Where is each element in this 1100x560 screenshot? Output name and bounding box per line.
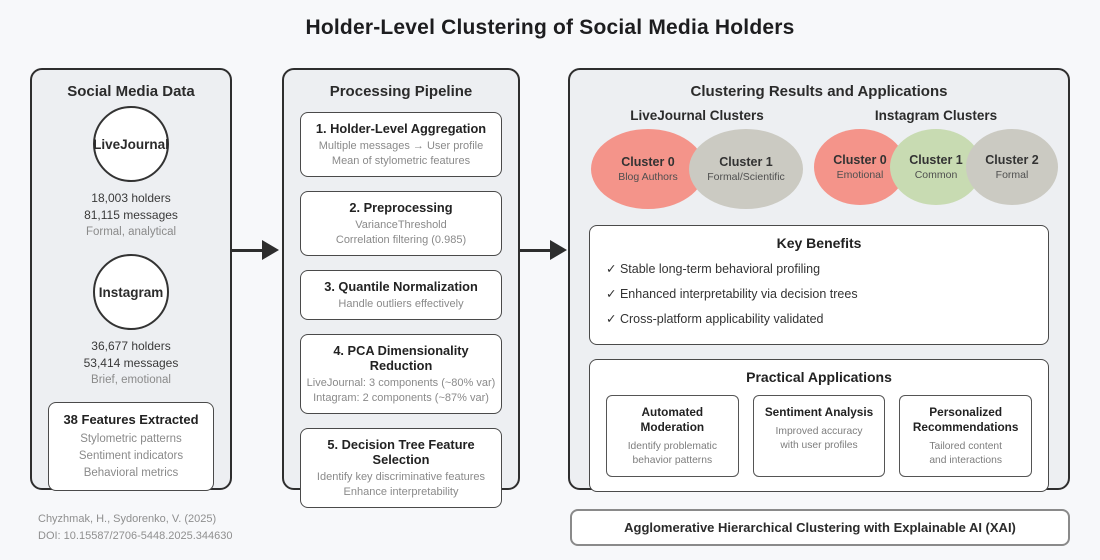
- app-card-desc: and interactions: [929, 455, 1003, 466]
- processing-pipeline-panel: Processing Pipeline 1. Holder-Level Aggr…: [282, 68, 520, 508]
- step-title: 2. Preprocessing: [349, 200, 453, 215]
- livejournal-label: LiveJournal: [93, 136, 169, 152]
- cluster-name: Cluster 1: [909, 153, 963, 167]
- source-livejournal: LiveJournal 18,003 holders 81,115 messag…: [32, 106, 230, 240]
- cluster-name: Cluster 0: [621, 155, 675, 169]
- features-item: Behavioral metrics: [83, 467, 179, 479]
- step-title: 1. Holder-Level Aggregation: [315, 121, 487, 136]
- instagram-holders: 36,677 holders: [91, 339, 171, 353]
- page-title: Holder-Level Clustering of Social Media …: [305, 16, 795, 39]
- instagram-messages: 53,414 messages: [83, 356, 179, 370]
- instagram-style: Brief, emotional: [91, 374, 171, 386]
- flow-arrow-data-to-pipeline: [232, 240, 282, 260]
- application-cards: Automated Moderation Identify problemati…: [606, 395, 1033, 477]
- clustering-results-panel: Clustering Results and Applications Live…: [568, 68, 1070, 492]
- method-banner: Agglomerative Hierarchical Clustering wi…: [570, 509, 1070, 546]
- step-line: Enhance interpretability: [343, 486, 459, 498]
- app-card-title: Automated Moderation: [640, 405, 705, 434]
- livejournal-messages: 81,115 messages: [84, 208, 178, 222]
- citation-doi: DOI: 10.15587/2706-5448.2025.344630: [38, 530, 233, 542]
- livejournal-holders: 18,003 holders: [91, 191, 171, 205]
- livejournal-cluster-ellipses: Cluster 0 Blog Authors Cluster 1 Formal/…: [580, 129, 814, 209]
- social-panel-title: Social Media Data: [67, 83, 195, 100]
- cluster-groups: LiveJournal Clusters Cluster 0 Blog Auth…: [580, 108, 1058, 209]
- lj-cluster-1-ellipse: Cluster 1 Formal/Scientific: [689, 129, 803, 209]
- instagram-cluster-ellipses: Cluster 0 Emotional Cluster 1 Common Clu…: [814, 129, 1058, 205]
- source-instagram: Instagram 36,677 holders 53,414 messages…: [32, 254, 230, 388]
- pipeline-step-5: 5. Decision Tree Feature Selection Ident…: [300, 428, 502, 508]
- features-item: Sentiment indicators: [78, 450, 184, 462]
- cluster-label: Blog Authors: [618, 171, 678, 183]
- key-benefits-box: Key Benefits ✓ Stable long-term behavior…: [589, 225, 1049, 345]
- cluster-label: Emotional: [836, 169, 884, 181]
- key-benefits-title: Key Benefits: [776, 235, 862, 251]
- app-card-title: Sentiment Analysis: [764, 405, 874, 419]
- app-card-desc: Improved accuracy: [775, 426, 863, 437]
- cluster-label: Formal/Scientific: [707, 171, 785, 183]
- app-card-automated-moderation: Automated Moderation Identify problemati…: [606, 395, 739, 477]
- cluster-name: Cluster 2: [985, 153, 1039, 167]
- pipeline-step-3: 3. Quantile Normalization Handle outlier…: [300, 270, 502, 320]
- citation: Chyzhmak, H., Sydorenko, V. (2025) DOI: …: [38, 511, 233, 545]
- arrow-shaft: [520, 248, 554, 252]
- practical-applications-box: Practical Applications Automated Moderat…: [589, 359, 1049, 492]
- pipeline-panel-title: Processing Pipeline: [329, 83, 473, 100]
- step-line: LiveJournal: 3 components (~80% var): [306, 377, 496, 389]
- app-card-title: Personalized Recommendations: [912, 405, 1019, 434]
- arrow-head-icon: [262, 240, 279, 260]
- app-card-sentiment-analysis: Sentiment Analysis Improved accuracy wit…: [752, 395, 886, 477]
- livejournal-cluster-group: LiveJournal Clusters Cluster 0 Blog Auth…: [580, 108, 814, 209]
- cluster-name: Cluster 0: [833, 153, 887, 167]
- cluster-name: Cluster 1: [719, 155, 773, 169]
- results-panel-title: Clustering Results and Applications: [690, 83, 948, 100]
- step-title: 3. Quantile Normalization: [324, 279, 478, 294]
- app-card-desc: with user profiles: [780, 440, 858, 451]
- cluster-label: Common: [914, 169, 958, 181]
- app-card-personalized-recommendations: Personalized Recommendations Tailored co…: [899, 395, 1033, 477]
- step-line: VarianceThreshold: [355, 219, 447, 231]
- features-box-title: 38 Features Extracted: [63, 412, 199, 427]
- benefit-item: ✓ Stable long-term behavioral profiling: [606, 262, 821, 276]
- cluster-label: Formal: [995, 169, 1029, 181]
- ig-cluster-2-ellipse: Cluster 2 Formal: [966, 129, 1058, 205]
- step-line: Intagram: 2 components (~87% var): [313, 392, 489, 404]
- benefit-item: ✓ Enhanced interpretability via decision…: [606, 287, 858, 301]
- instagram-label: Instagram: [98, 284, 164, 300]
- citation-authors: Chyzhmak, H., Sydorenko, V. (2025): [38, 513, 217, 525]
- app-card-desc: Identify problematic: [627, 441, 717, 452]
- step-line: Handle outliers effectively: [338, 298, 464, 310]
- arrow-head-icon: [550, 240, 567, 260]
- app-card-desc: behavior patterns: [632, 455, 713, 466]
- social-media-data-panel: Social Media Data LiveJournal 18,003 hol…: [30, 68, 232, 491]
- features-item: Stylometric patterns: [80, 433, 182, 445]
- step-line: Correlation filtering (0.985): [335, 234, 467, 246]
- pipeline-steps: 1. Holder-Level Aggregation Multiple mes…: [300, 112, 502, 508]
- arrow-shaft: [232, 248, 266, 252]
- pipeline-step-4: 4. PCA Dimensionality Reduction LiveJour…: [300, 334, 502, 414]
- instagram-circle: Instagram: [93, 254, 169, 330]
- instagram-cluster-group: Instagram Clusters Cluster 0 Emotional C…: [814, 108, 1058, 209]
- instagram-clusters-title: Instagram Clusters: [874, 108, 998, 123]
- features-extracted-box: 38 Features Extracted Stylometric patter…: [48, 402, 214, 491]
- livejournal-clusters-title: LiveJournal Clusters: [630, 108, 764, 123]
- app-card-desc: Tailored content: [929, 441, 1003, 452]
- practical-applications-title: Practical Applications: [746, 369, 892, 385]
- step-line: Identify key discriminative features: [316, 471, 486, 483]
- step-title: 5. Decision Tree Feature Selection: [327, 437, 475, 467]
- lj-cluster-0-ellipse: Cluster 0 Blog Authors: [591, 129, 705, 209]
- flow-arrow-pipeline-to-results: [520, 240, 570, 260]
- livejournal-style: Formal, analytical: [85, 226, 177, 238]
- step-line: Multiple messages → User profile: [318, 140, 484, 152]
- benefit-item: ✓ Cross-platform applicability validated: [606, 312, 824, 326]
- method-banner-label: Agglomerative Hierarchical Clustering wi…: [624, 520, 1016, 535]
- step-title: 4. PCA Dimensionality Reduction: [333, 343, 469, 373]
- pipeline-step-1: 1. Holder-Level Aggregation Multiple mes…: [300, 112, 502, 177]
- livejournal-circle: LiveJournal: [93, 106, 169, 182]
- step-line: Mean of stylometric features: [331, 155, 471, 167]
- pipeline-step-2: 2. Preprocessing VarianceThreshold Corre…: [300, 191, 502, 256]
